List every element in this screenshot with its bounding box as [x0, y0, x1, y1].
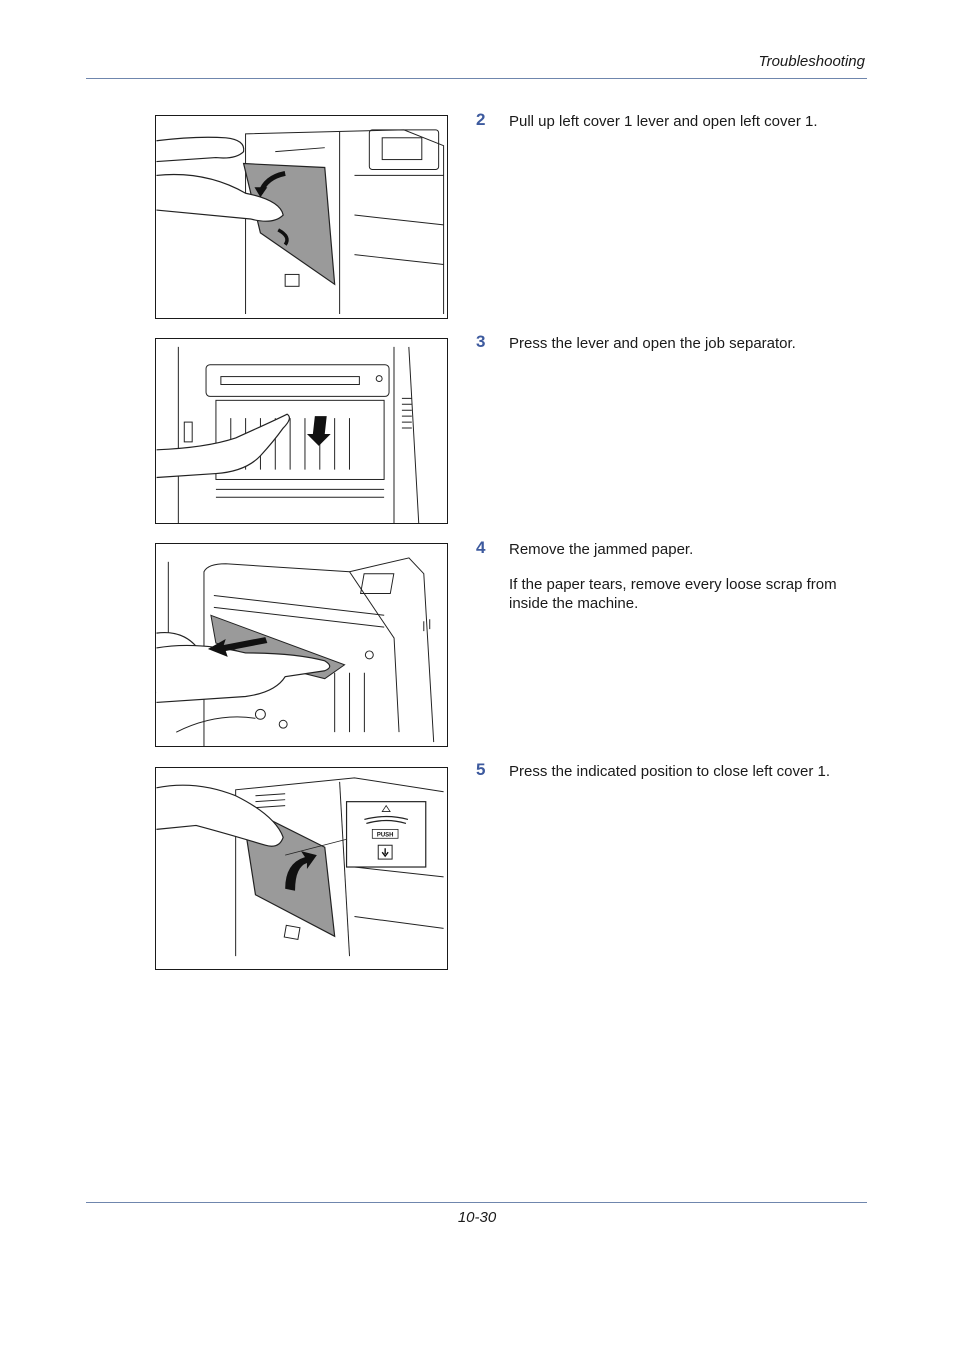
step-4-drawing — [156, 557, 435, 746]
step-4-text: Remove the jammed paper. — [509, 541, 694, 558]
step-3-number: 3 — [476, 332, 486, 351]
step-3-illustration — [155, 338, 448, 524]
page-number: 10-30 — [457, 1209, 497, 1226]
step-2-illustration — [155, 115, 448, 319]
step-3-drawing — [156, 346, 420, 523]
step-2-drawing — [156, 129, 445, 315]
step-5-drawing: PUSH — [156, 777, 444, 957]
step-4-illustration — [155, 543, 448, 747]
push-label-box — [371, 828, 399, 839]
step-2-text: Pull up left cover 1 lever and open left… — [509, 113, 818, 130]
step-5-number: 5 — [476, 760, 486, 779]
step-2-number: 2 — [476, 110, 486, 129]
running-header: Troubleshooting — [758, 53, 865, 70]
footer-rule — [86, 1202, 867, 1203]
step-3-text: Press the lever and open the job separat… — [509, 335, 796, 352]
step-5-illustration: PUSH — [155, 767, 448, 970]
push-label: PUSH — [377, 832, 394, 838]
step-5-text: Press the indicated position to close le… — [509, 763, 831, 780]
step-4-note: If the paper tears, remove every loose s… — [509, 576, 837, 612]
header-rule — [86, 78, 867, 79]
step-4-number: 4 — [476, 538, 486, 557]
